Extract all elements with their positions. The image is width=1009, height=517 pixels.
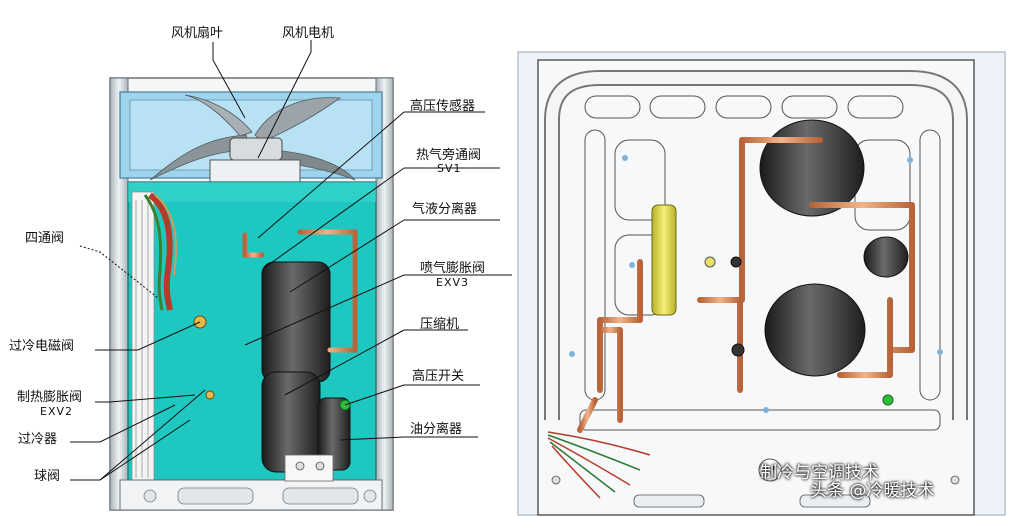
watermark-line2: 头条 @冷暖技术	[810, 481, 935, 501]
leader-four-way-valve	[79, 245, 159, 299]
copper-pipes-right	[577, 137, 915, 473]
tank-top	[759, 119, 865, 217]
label-hot-gas-bypass-valve: 热气旁通阀	[416, 148, 482, 163]
leader-fan-motor	[257, 40, 312, 159]
coil-fins	[131, 191, 155, 483]
label-fan-blade: 风机扇叶	[171, 26, 224, 41]
leader-ball-valve-2	[70, 389, 206, 481]
label-injection-expansion-valve: 喷气膨胀阀	[420, 261, 486, 276]
compressor-top	[764, 283, 866, 377]
label-subcooler: 过冷器	[18, 432, 58, 447]
label-hot-gas-bypass-valve-code: SV1	[437, 162, 462, 175]
leader-oil-separator	[339, 436, 478, 441]
copper-pipes	[172, 229, 358, 473]
label-compressor: 压缩机	[420, 317, 460, 332]
leader-gas-liquid-separator	[289, 219, 500, 293]
label-ball-valve: 球阀	[34, 469, 61, 484]
capillary-fan	[547, 431, 651, 499]
fan-motor-shape	[229, 137, 283, 161]
leader-compressor	[284, 329, 468, 396]
label-fan-motor: 风机电机	[282, 26, 335, 41]
leader-hot-gas-bypass	[263, 167, 500, 269]
tank-small	[863, 236, 909, 278]
watermark-line1: 制冷与空调技术	[760, 463, 879, 483]
leader-high-pressure-switch	[344, 384, 480, 406]
left-unit-drawing	[109, 77, 394, 511]
label-heating-expansion-valve: 制热膨胀阀	[17, 390, 83, 405]
label-four-way-valve: 四通阀	[25, 231, 65, 246]
capillary-bundle	[143, 192, 178, 311]
leader-injection-expansion	[244, 274, 512, 346]
leader-high-pressure-sensor	[257, 111, 485, 239]
watermark-icon	[758, 458, 782, 482]
label-high-pressure-sensor: 高压传感器	[410, 99, 476, 114]
leader-heating-expansion	[95, 394, 196, 403]
gas-liquid-separator-shape	[261, 261, 331, 383]
leader-fan-blade	[212, 42, 246, 119]
label-gas-liquid-separator: 气液分离器	[412, 202, 478, 217]
label-injection-expansion-valve-code: EXV3	[436, 276, 470, 289]
label-heating-expansion-valve-code: EXV2	[40, 405, 74, 418]
right-unit-drawing	[517, 51, 1006, 516]
leader-subcooling-solenoid	[95, 321, 201, 351]
label-oil-separator: 油分离器	[410, 422, 463, 437]
label-subcooling-solenoid-valve: 过冷电磁阀	[9, 339, 75, 354]
panel-slots	[579, 95, 941, 431]
leader-lines	[70, 40, 512, 481]
leader-subcooler	[70, 404, 176, 443]
label-high-pressure-switch: 高压开关	[412, 369, 465, 384]
